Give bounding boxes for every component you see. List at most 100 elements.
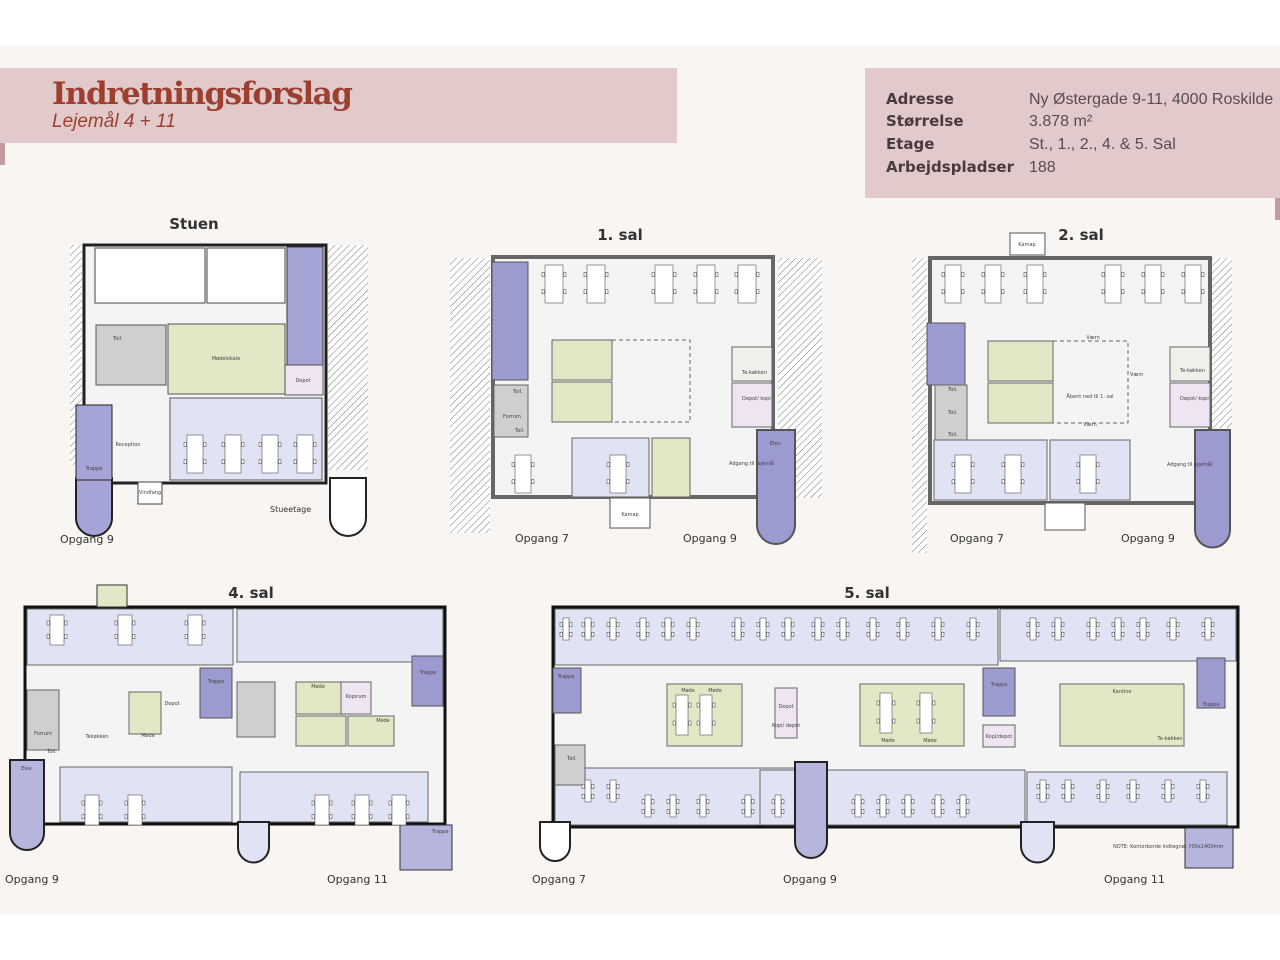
stair-core (491, 261, 529, 381)
office-room (933, 439, 1048, 501)
title-banner (0, 68, 677, 143)
chair (866, 622, 870, 627)
chair (132, 634, 136, 639)
chair (961, 289, 965, 295)
desk-cluster (737, 264, 757, 304)
desk-cluster (1089, 617, 1097, 641)
chair (311, 814, 315, 819)
chair (1161, 289, 1165, 295)
room-label: Toil. (947, 387, 958, 393)
chair (46, 634, 50, 639)
chair (1206, 784, 1210, 789)
chair (1111, 631, 1115, 637)
desk-cluster (854, 794, 862, 818)
chair (712, 702, 716, 708)
room-label: Te-køkken (741, 370, 767, 376)
desk-cluster (959, 794, 967, 818)
room-label: Kamap (621, 512, 638, 518)
chair (931, 622, 935, 627)
room-label: Reception (116, 442, 141, 448)
chair (766, 622, 770, 627)
chair (114, 634, 118, 639)
chair (1121, 272, 1125, 277)
chair (203, 442, 207, 447)
chair (591, 784, 595, 789)
desk-cluster (562, 617, 570, 641)
meeting-room (551, 339, 613, 381)
balcony (96, 584, 128, 608)
chair (605, 272, 609, 277)
depot-room (731, 382, 773, 428)
chair (616, 793, 620, 799)
room-label: Toil. (46, 749, 57, 755)
chair (811, 631, 815, 637)
chair (951, 479, 955, 485)
chair (388, 800, 392, 806)
desk-cluster (1114, 617, 1122, 641)
chair (696, 631, 700, 637)
chair (976, 622, 980, 627)
chair (1061, 793, 1065, 799)
chair (696, 720, 700, 726)
chair (781, 808, 785, 814)
desk-cluster (784, 617, 792, 641)
chair (1106, 784, 1110, 789)
desk-cluster (84, 794, 100, 826)
chair (706, 799, 710, 804)
chair (313, 442, 317, 447)
bay-window (1020, 821, 1055, 864)
chair (1096, 631, 1100, 637)
chair (569, 631, 573, 637)
chair (676, 808, 680, 814)
chair (781, 631, 785, 637)
open-area (611, 339, 691, 423)
desk-cluster (117, 614, 133, 646)
stairwell (329, 477, 367, 537)
chair (876, 808, 880, 814)
chair (851, 808, 855, 814)
room-label: Værn (1083, 422, 1096, 428)
chair (916, 700, 920, 706)
chair (876, 700, 880, 706)
depot-room (774, 687, 798, 739)
neighbour-hatch (1210, 258, 1232, 428)
chair (791, 622, 795, 627)
chair (1146, 631, 1150, 637)
chair (1111, 622, 1115, 627)
room-label: Mødelokale (212, 356, 240, 362)
desk-cluster (1204, 617, 1212, 641)
room (94, 247, 206, 304)
stairwell-opgang-9 (756, 429, 796, 545)
chair (606, 462, 610, 467)
chair (741, 808, 745, 814)
chair (1136, 631, 1140, 637)
desk-cluster (879, 794, 887, 818)
chair (559, 631, 563, 637)
desk-cluster (354, 794, 370, 826)
room-label: Te-køkken (1179, 368, 1205, 374)
room-label: Depot/ kopi (1180, 396, 1209, 402)
chair (896, 631, 900, 637)
desk-cluster (669, 794, 677, 818)
chair (966, 622, 970, 627)
chair (1196, 784, 1200, 789)
chair (641, 799, 645, 804)
stair-core (552, 667, 582, 714)
chair (686, 622, 690, 627)
desk-cluster (696, 264, 716, 304)
chair (741, 799, 745, 804)
chair (183, 442, 187, 447)
chair (636, 622, 640, 627)
chair (966, 631, 970, 637)
chair (1206, 793, 1210, 799)
chair (1036, 622, 1040, 627)
desk-cluster (689, 617, 697, 641)
bay-window (237, 821, 270, 864)
toilets (493, 384, 529, 438)
chair (406, 800, 410, 806)
chair (184, 634, 188, 639)
chair (911, 799, 915, 804)
chair (369, 814, 373, 819)
chair (1026, 622, 1030, 627)
open-void (1052, 340, 1129, 424)
